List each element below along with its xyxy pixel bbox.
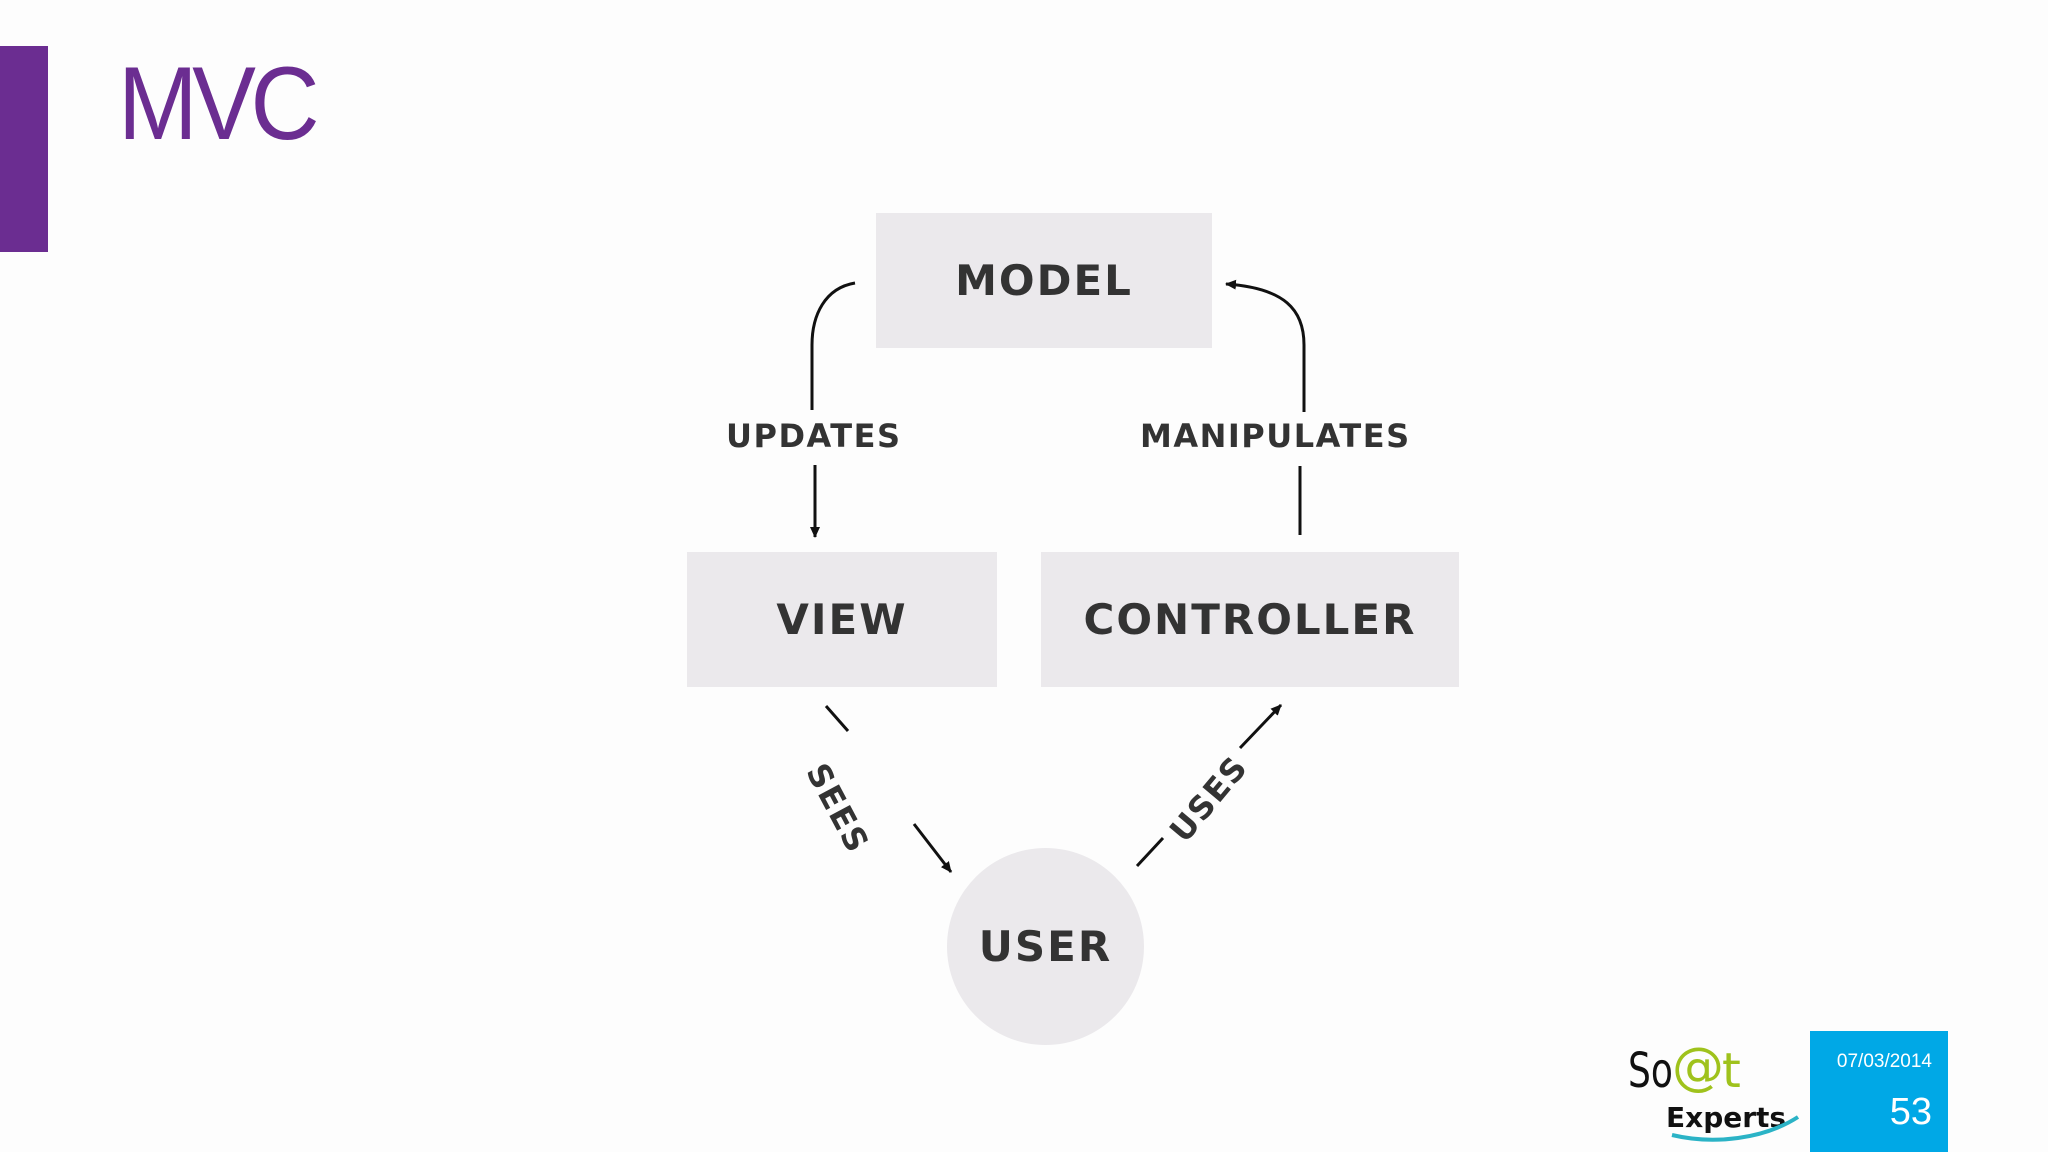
arrow-uses-top [1238, 703, 1283, 750]
arrow-sees-top [824, 705, 850, 732]
view-node: VIEW [687, 552, 997, 687]
user-node: USER [947, 848, 1144, 1045]
date-box: 07/03/2014 53 [1810, 1031, 1948, 1152]
logo-swoosh [1671, 1115, 1800, 1142]
manipulates-label: MANIPULATES [1140, 417, 1411, 455]
model-node: MODEL [876, 213, 1212, 348]
logo-at-text: @ [1672, 1037, 1724, 1097]
updates-label: UPDATES [726, 417, 902, 455]
arrow-sees-bottom [912, 823, 953, 873]
page-number: 53 [1889, 1091, 1932, 1133]
logo-experts-text: Experts [1666, 1101, 1787, 1134]
arrow-updates-top [810, 281, 856, 410]
arrow-uses-bottom [1135, 836, 1165, 868]
slide-date: 07/03/2014 [1836, 1051, 1932, 1072]
arrow-manipulates-top [1225, 279, 1306, 412]
logo-so-text: So [1628, 1043, 1673, 1099]
logo-t-text: t [1722, 1043, 1741, 1099]
controller-node: CONTROLLER [1041, 552, 1459, 687]
soat-experts-logo: So @ t Experts [1624, 1035, 1804, 1145]
accent-bar [0, 46, 48, 252]
slide-title: MVC [118, 46, 320, 162]
